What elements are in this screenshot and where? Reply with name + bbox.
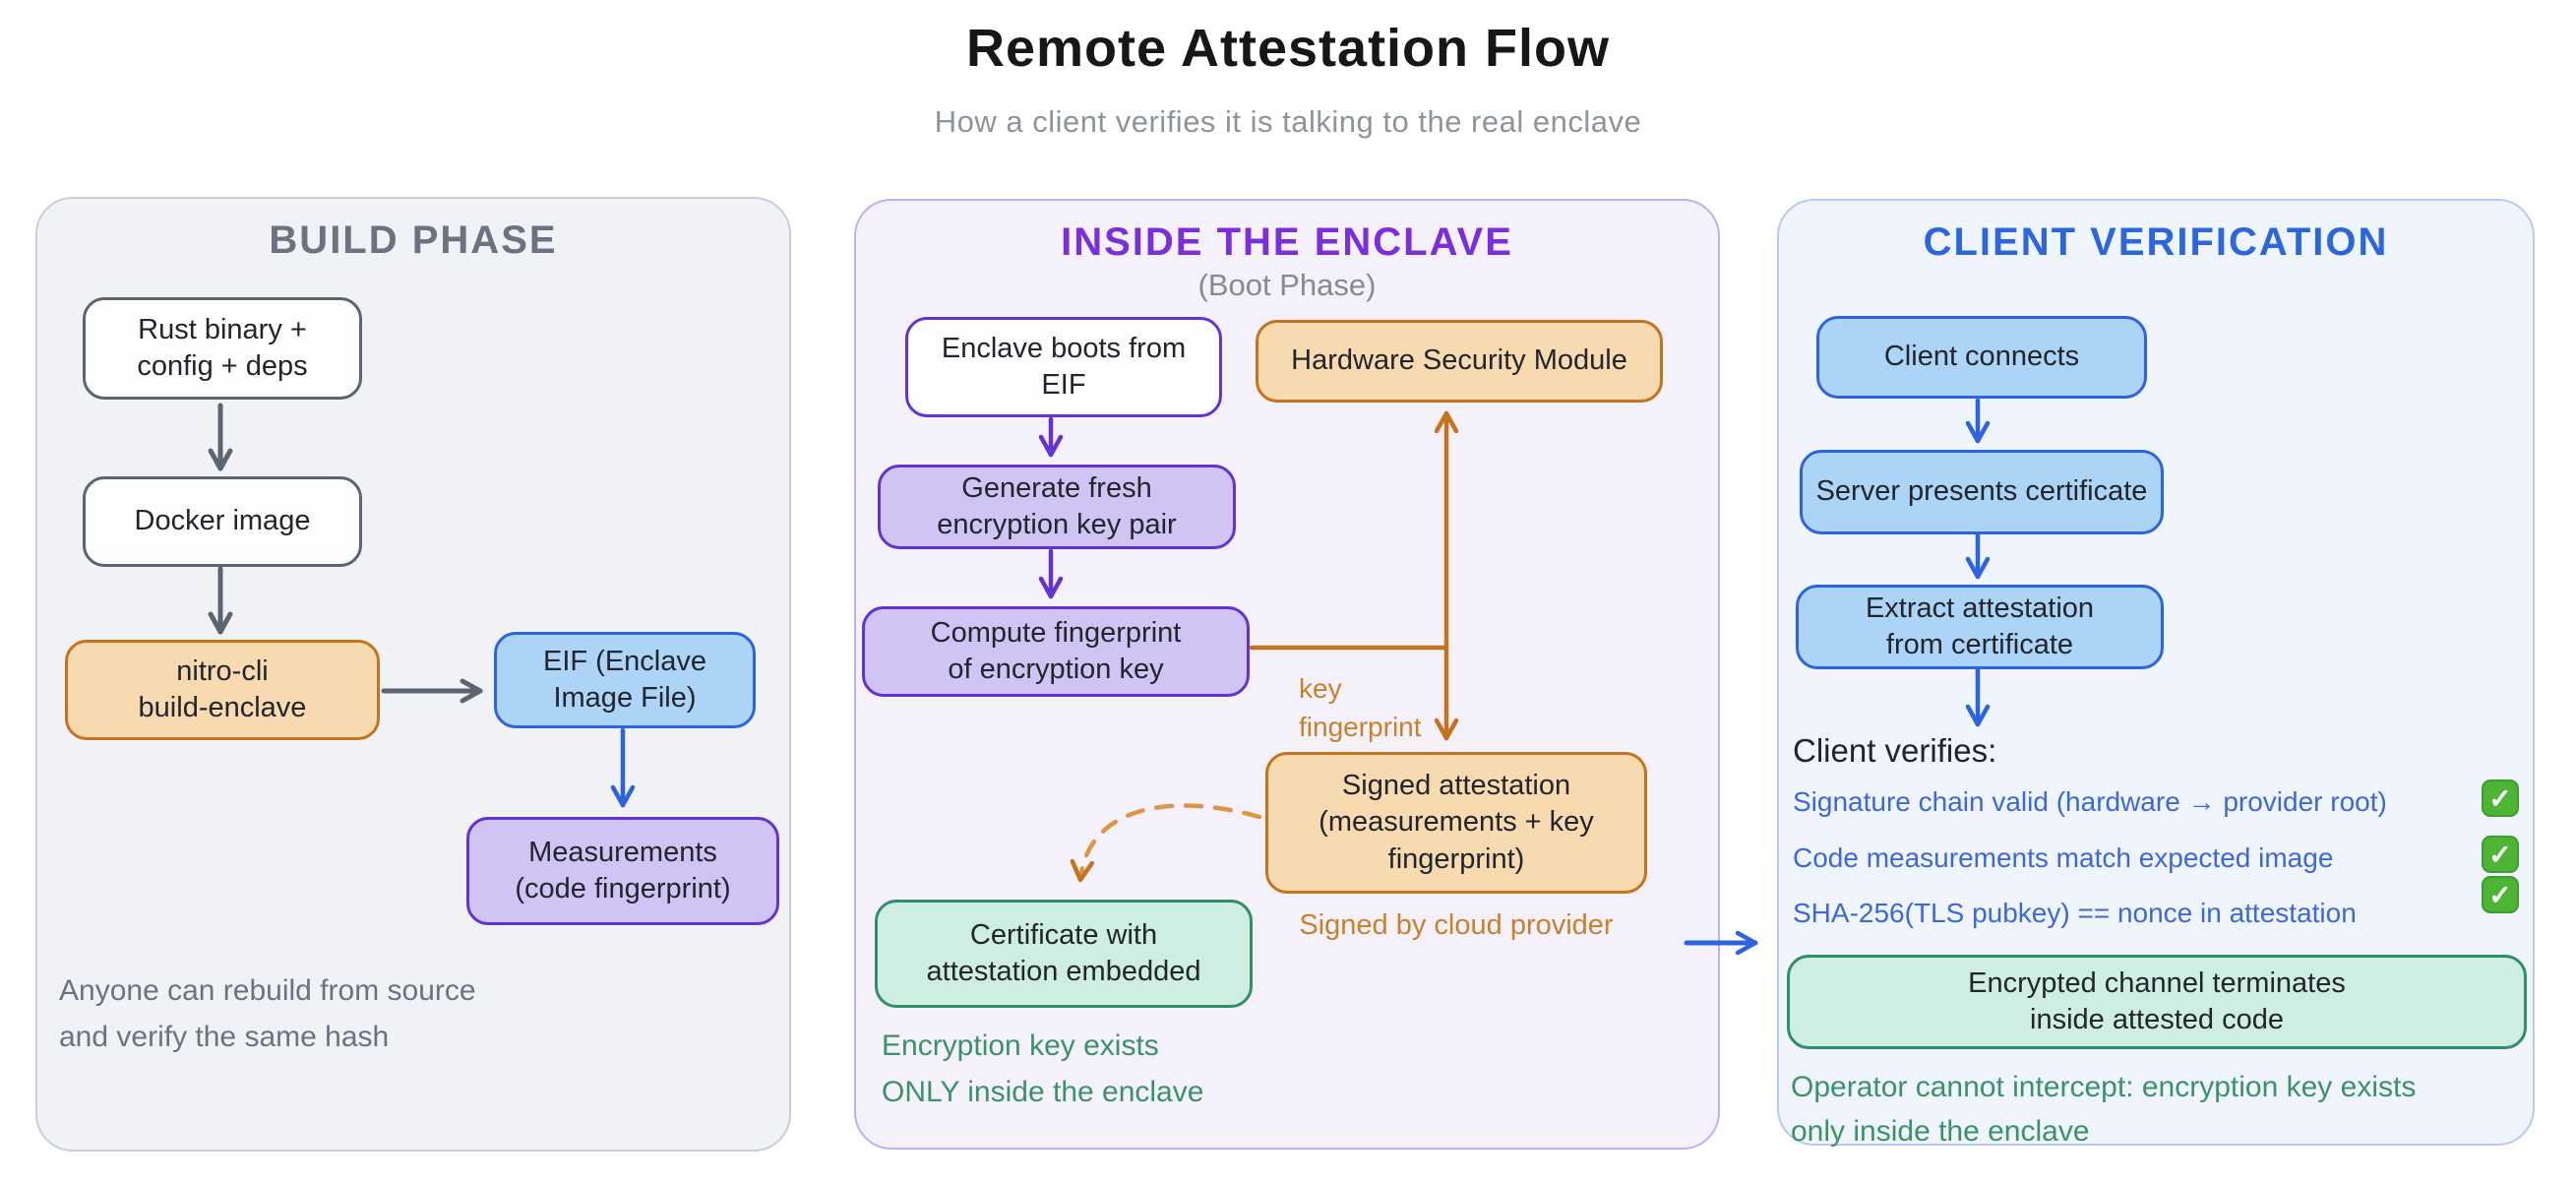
node-eif: EIF (Enclave Image File) bbox=[494, 632, 756, 728]
enclave-header: INSIDE THE ENCLAVE bbox=[1061, 220, 1513, 264]
client-note: Operator cannot intercept: encryption ke… bbox=[1791, 1071, 2417, 1148]
build-phase-panel: BUILD PHASE Rust binary + config + deps … bbox=[35, 197, 791, 1152]
page-subtitle: How a client verifies it is talking to t… bbox=[934, 104, 1642, 139]
node-generate-keypair: Generate fresh encryption key pair bbox=[878, 465, 1236, 549]
node-client-connects: Client connects bbox=[1816, 316, 2147, 399]
node-signed-attestation: Signed attestation (measurements + key f… bbox=[1265, 752, 1647, 894]
node-enclave-boots: Enclave boots from EIF bbox=[905, 317, 1222, 417]
check-icon: ✓ bbox=[2482, 876, 2519, 913]
check-icon: ✓ bbox=[2482, 836, 2519, 873]
server-presents-label: Server presents certificate bbox=[1815, 475, 2148, 508]
signed-by-label: Signed by cloud provider bbox=[1299, 909, 1614, 941]
node-certificate: Certificate with attestation embedded bbox=[875, 900, 1253, 1008]
verify-item-signature-chain: Signature chain valid (hardware → provid… bbox=[1793, 786, 2387, 817]
verify-item-code-measurements: Code measurements match expected image bbox=[1793, 842, 2334, 873]
client-header: CLIENT VERIFICATION bbox=[1923, 220, 2389, 264]
node-server-presents-certificate: Server presents certificate bbox=[1800, 450, 2164, 534]
client-verifies-title: Client verifies: bbox=[1793, 732, 1997, 769]
enclave-panel: INSIDE THE ENCLAVE (Boot Phase) Enclave … bbox=[854, 199, 1720, 1150]
enclave-note: Encryption key exists ONLY inside the en… bbox=[882, 1029, 1204, 1108]
build-note: Anyone can rebuild from source and verif… bbox=[59, 974, 476, 1053]
node-rust-binary: Rust binary + config + deps bbox=[83, 297, 362, 400]
node-docker-image: Docker image bbox=[83, 476, 362, 567]
node-compute-fingerprint: Compute fingerprint of encryption key bbox=[862, 606, 1250, 697]
build-phase-header: BUILD PHASE bbox=[269, 218, 558, 262]
node-hsm: Hardware Security Module bbox=[1256, 320, 1663, 403]
enclave-subheader: (Boot Phase) bbox=[1197, 268, 1377, 302]
page-title: Remote Attestation Flow bbox=[965, 19, 1611, 78]
node-measurements: Measurements (code fingerprint) bbox=[466, 817, 779, 925]
node-extract-attestation: Extract attestation from certificate bbox=[1796, 585, 2164, 669]
node-encrypted-channel: Encrypted channel terminates inside atte… bbox=[1787, 955, 2527, 1049]
node-nitro-cli: nitro-cli build-enclave bbox=[65, 640, 380, 740]
verify-item-sha256-nonce: SHA-256(TLS pubkey) == nonce in attestat… bbox=[1793, 898, 2357, 928]
check-icon: ✓ bbox=[2482, 780, 2519, 817]
key-fingerprint-label: key fingerprint bbox=[1299, 673, 1422, 743]
client-verification-panel: CLIENT VERIFICATION Client connects Serv… bbox=[1777, 199, 2535, 1148]
